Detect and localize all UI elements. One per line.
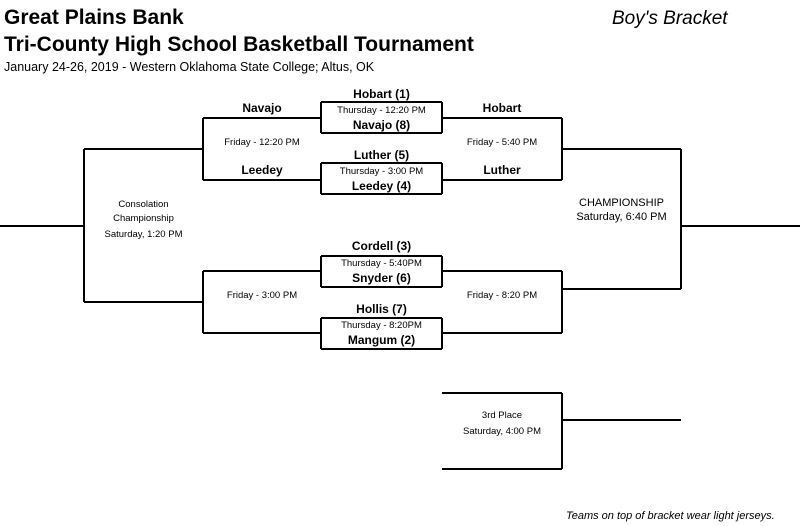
- friday-right-lower-time: Friday - 8:20 PM: [466, 290, 538, 301]
- game3-time: Thursday - 5:40PM: [341, 258, 422, 269]
- third-place-time: Saturday, 4:00 PM: [463, 426, 541, 437]
- friday-left-lower-time: Friday - 3:00 PM: [226, 290, 298, 301]
- footer-note: Teams on top of bracket wear light jerse…: [566, 510, 775, 522]
- championship-time: Saturday, 6:40 PM: [576, 211, 667, 223]
- left-lower-advancer: Leedey: [241, 163, 283, 177]
- consolation-time: Saturday, 1:20 PM: [104, 229, 183, 240]
- title-line-2: Tri-County High School Basketball Tourna…: [4, 33, 474, 56]
- friday-right-upper-time: Friday - 5:40 PM: [466, 137, 538, 148]
- game1-top-team: Hobart (1): [353, 87, 410, 101]
- championship-label: CHAMPIONSHIP: [579, 197, 664, 209]
- left-upper-advancer: Navajo: [242, 101, 282, 115]
- right-lower-advancer: Luther: [483, 163, 521, 177]
- game4-time: Thursday - 8:20PM: [341, 320, 422, 331]
- title-line-1: Great Plains Bank: [4, 6, 184, 29]
- subtitle: January 24-26, 2019 - Western Oklahoma S…: [4, 60, 375, 74]
- game1-time: Thursday - 12:20 PM: [337, 105, 426, 116]
- game4-bottom-team: Mangum (2): [347, 333, 416, 347]
- consolation-label-1: Consolation: [118, 199, 169, 210]
- third-place-label: 3rd Place: [481, 410, 523, 421]
- bracket-type-label: Boy's Bracket: [612, 8, 728, 29]
- consolation-label-2: Championship: [113, 213, 174, 224]
- game1-bottom-team: Navajo (8): [352, 118, 411, 132]
- game2-time: Thursday - 3:00 PM: [339, 166, 424, 177]
- game2-bottom-team: Leedey (4): [351, 179, 412, 193]
- game3-top-team: Cordell (3): [351, 239, 412, 253]
- right-upper-advancer: Hobart: [482, 101, 522, 115]
- game2-top-team: Luther (5): [353, 148, 410, 162]
- friday-left-upper-time: Friday - 12:20 PM: [224, 137, 300, 148]
- game4-top-team: Hollis (7): [356, 302, 407, 316]
- game3-bottom-team: Snyder (6): [352, 271, 411, 285]
